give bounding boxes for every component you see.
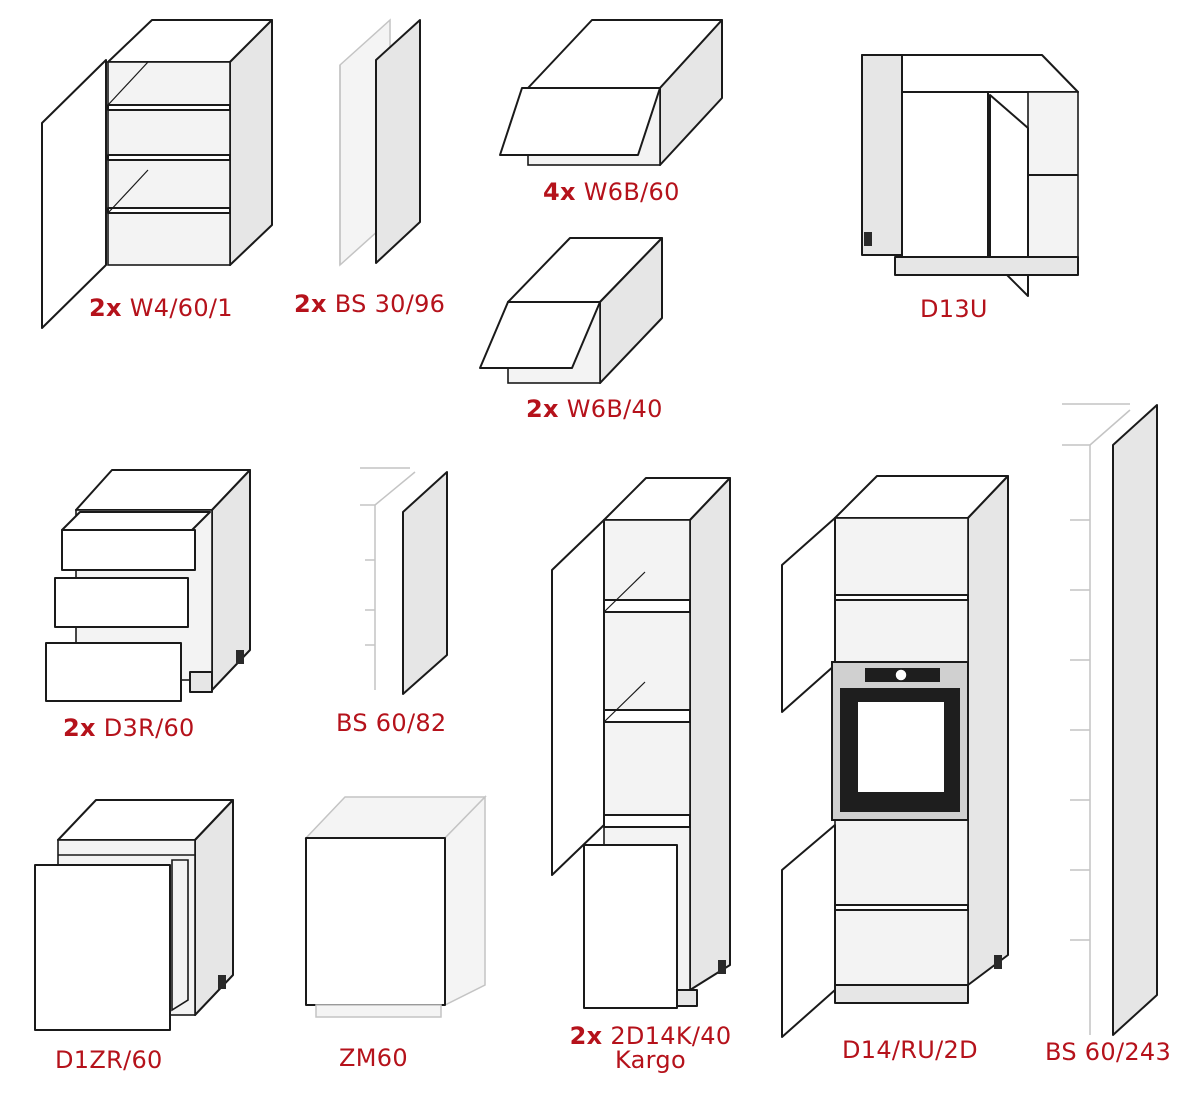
cabinet-d1zr-60 <box>34 799 234 1031</box>
code: 2D14K/40 <box>610 1022 732 1050</box>
code: BS 60/243 <box>1045 1038 1172 1066</box>
code: BS 30/96 <box>334 290 446 318</box>
label-bs-60-82: BS 60/82 <box>336 711 446 735</box>
side-panel-bs-60-82 <box>360 467 448 695</box>
side-panel-bs-30-96 <box>339 18 421 267</box>
subtitle: Kargo <box>615 1046 686 1074</box>
code: D1ZR/60 <box>55 1046 163 1074</box>
cabinet-d3r-60 <box>45 469 251 702</box>
cabinet-d13u <box>861 54 1079 297</box>
cabinet-2d14k-40 <box>551 477 731 1009</box>
code: D14/RU/2D <box>842 1036 978 1064</box>
quantity: 2x <box>89 294 122 322</box>
code: W6B/60 <box>583 178 680 206</box>
label-zm60: ZM60 <box>339 1046 408 1070</box>
side-panel-bs-60-243 <box>1062 403 1158 1036</box>
quantity: 2x <box>569 1022 603 1050</box>
cabinet-d14-ru-2d <box>781 475 1009 1038</box>
cabinet-w6b-40 <box>479 237 663 384</box>
quantity: 2x <box>63 714 96 742</box>
cabinet-w6b-60 <box>499 19 723 166</box>
quantity: 4x <box>543 178 576 206</box>
quantity: 2x <box>526 395 559 423</box>
code: W4/60/1 <box>129 294 233 322</box>
label-d14-ru-2d: D14/RU/2D <box>842 1038 978 1062</box>
code: ZM60 <box>339 1044 408 1072</box>
code: W6B/40 <box>566 395 663 423</box>
code: BS 60/82 <box>336 709 447 737</box>
quantity: 2x <box>294 290 327 318</box>
label-d1zr-60: D1ZR/60 <box>55 1048 163 1072</box>
cabinet-zm60 <box>304 795 487 1018</box>
label-d13u: D13U <box>920 297 988 321</box>
cabinet-w4-60-1 <box>41 19 273 329</box>
label-bs-60-243: BS 60/243 <box>1045 1040 1171 1064</box>
code: D3R/60 <box>103 714 195 742</box>
code: D13U <box>920 295 988 323</box>
